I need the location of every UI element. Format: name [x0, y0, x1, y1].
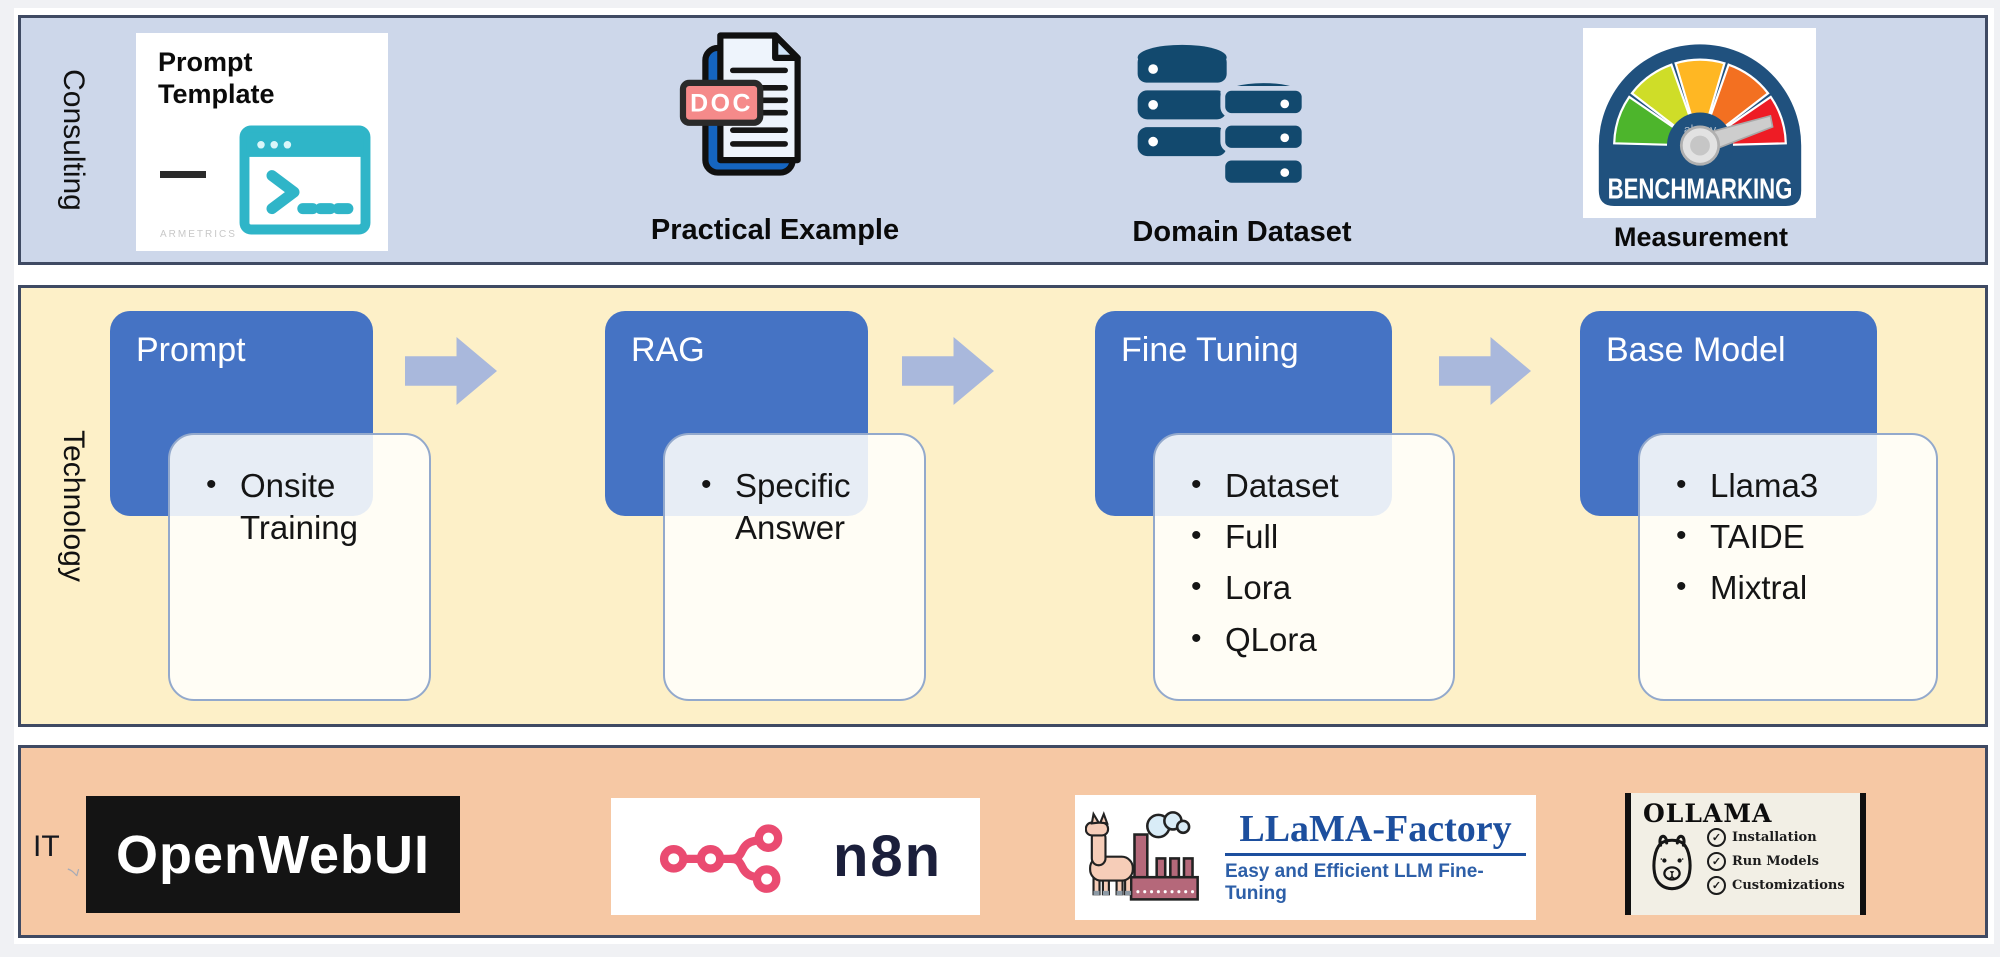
bullet-text: Onsite Training [240, 467, 358, 547]
bullet-icon: • [1676, 468, 1687, 501]
technology-band: Technology Prompt RAG Fine Tuning Base M… [18, 285, 1988, 727]
step-title: Prompt [136, 331, 246, 369]
armetrics-watermark: ARMETRICS [160, 229, 237, 240]
measurement-label: Measurement [1613, 222, 1789, 252]
bullet-icon: • [206, 468, 217, 501]
arrow-right-icon [405, 336, 497, 406]
list-item: • Llama3 [1676, 465, 1918, 507]
n8n-logo-text: n8n [832, 824, 943, 889]
llama-factory-title: LLaMA-Factory [1239, 807, 1512, 850]
doc-file-icon: DOC [679, 32, 801, 176]
bullet-text: TAIDE [1710, 518, 1805, 556]
arrow-right-icon [902, 336, 994, 406]
it-label-mark: 7 [62, 864, 82, 878]
divider [1225, 853, 1526, 857]
list-item: • Specific Answer [701, 465, 906, 549]
step-title: Base Model [1606, 331, 1786, 369]
terminal-window-icon [239, 125, 371, 235]
list-item: • TAIDE [1676, 516, 1918, 558]
ollama-feature-text: Run Models [1732, 854, 1819, 869]
bullet-text: Llama3 [1710, 467, 1819, 504]
technology-band-label-text: Technology [57, 430, 90, 582]
check-icon: ✓ [1707, 876, 1726, 895]
bullet-icon: • [1191, 519, 1202, 553]
bullet-text: Mixtral [1710, 569, 1808, 607]
consulting-band-label: Consulting [21, 18, 125, 262]
step-card-prompt: • Onsite Training [168, 433, 431, 701]
check-icon: ✓ [1707, 852, 1726, 871]
bullet-icon: • [1676, 570, 1687, 604]
step-card-fine-tuning: • Dataset • Full • Lora • QLora [1153, 433, 1455, 701]
prompt-template-title: Prompt Template [158, 47, 275, 109]
arrow-right-icon [1439, 336, 1531, 406]
bullet-icon: • [1191, 468, 1202, 501]
bullet-text: QLora [1225, 620, 1317, 658]
bullet-icon: • [1191, 570, 1202, 604]
ollama-llama-face-icon [1652, 834, 1692, 890]
consulting-band-label-text: Consulting [57, 69, 91, 211]
database-stack-icon [1137, 44, 1305, 188]
gauge-segment-amber [1673, 58, 1726, 150]
domain-dataset-label: Domain Dataset [1132, 216, 1352, 248]
benchmarking-text: BENCHMARKING [1607, 173, 1792, 205]
step-card-base-model: • Llama3 • TAIDE • Mixtral [1638, 433, 1938, 701]
n8n-nodes-icon [659, 823, 783, 893]
ollama-logo-title: OLLAMA [1643, 799, 1773, 828]
bullet-icon: • [1676, 519, 1687, 553]
ollama-feature-text: Customizations [1732, 878, 1845, 893]
bullet-text: Full [1225, 518, 1279, 556]
ollama-feature-text: Installation [1732, 830, 1817, 845]
bullet-text: Lora [1225, 569, 1292, 607]
consulting-band: Consulting Prompt Template ARMETRICS [18, 15, 1988, 265]
bullet-text: Dataset [1225, 467, 1339, 504]
practical-example-label: Practical Example [650, 214, 900, 246]
ollama-feature: ✓ Customizations [1707, 876, 1845, 895]
ollama-feature: ✓ Run Models [1707, 852, 1845, 871]
n8n-logo: n8n [611, 798, 980, 915]
ollama-logo: OLLAMA [1625, 793, 1866, 915]
openwebui-logo: OpenWebUI [86, 796, 460, 913]
step-title: RAG [631, 331, 705, 369]
llama-factory-logo: LLaMA-Factory Easy and Efficient LLM Fin… [1075, 795, 1536, 920]
benchmarking-gauge: alamy BENCHMARKING [1583, 28, 1816, 218]
list-item: • Lora [1191, 567, 1435, 609]
bullet-icon: • [701, 468, 712, 501]
doc-badge-text: DOC [690, 89, 753, 117]
llama-factory-subtitle: Easy and Efficient LLM Fine-Tuning [1225, 861, 1484, 905]
list-item: • Mixtral [1676, 567, 1918, 609]
list-item: • QLora [1191, 619, 1435, 661]
ollama-feature: ✓ Installation [1707, 828, 1845, 847]
openwebui-logo-text: OpenWebUI [115, 824, 430, 885]
list-item: • Onsite Training [206, 465, 411, 549]
it-band-label: IT [33, 830, 60, 863]
list-item: • Dataset [1191, 465, 1435, 507]
step-card-rag: • Specific Answer [663, 433, 926, 701]
bullet-icon: • [1191, 621, 1202, 655]
llama-factory-icon [1085, 810, 1199, 901]
prompt-template-card: Prompt Template ARMETRICS [136, 33, 388, 251]
bullet-text: Specific Answer [735, 467, 851, 547]
dash-icon [160, 171, 206, 178]
check-icon: ✓ [1707, 828, 1726, 847]
step-title: Fine Tuning [1121, 331, 1299, 369]
it-band: IT 7 OpenWebUI n8n [18, 745, 1988, 938]
list-item: • Full [1191, 516, 1435, 558]
